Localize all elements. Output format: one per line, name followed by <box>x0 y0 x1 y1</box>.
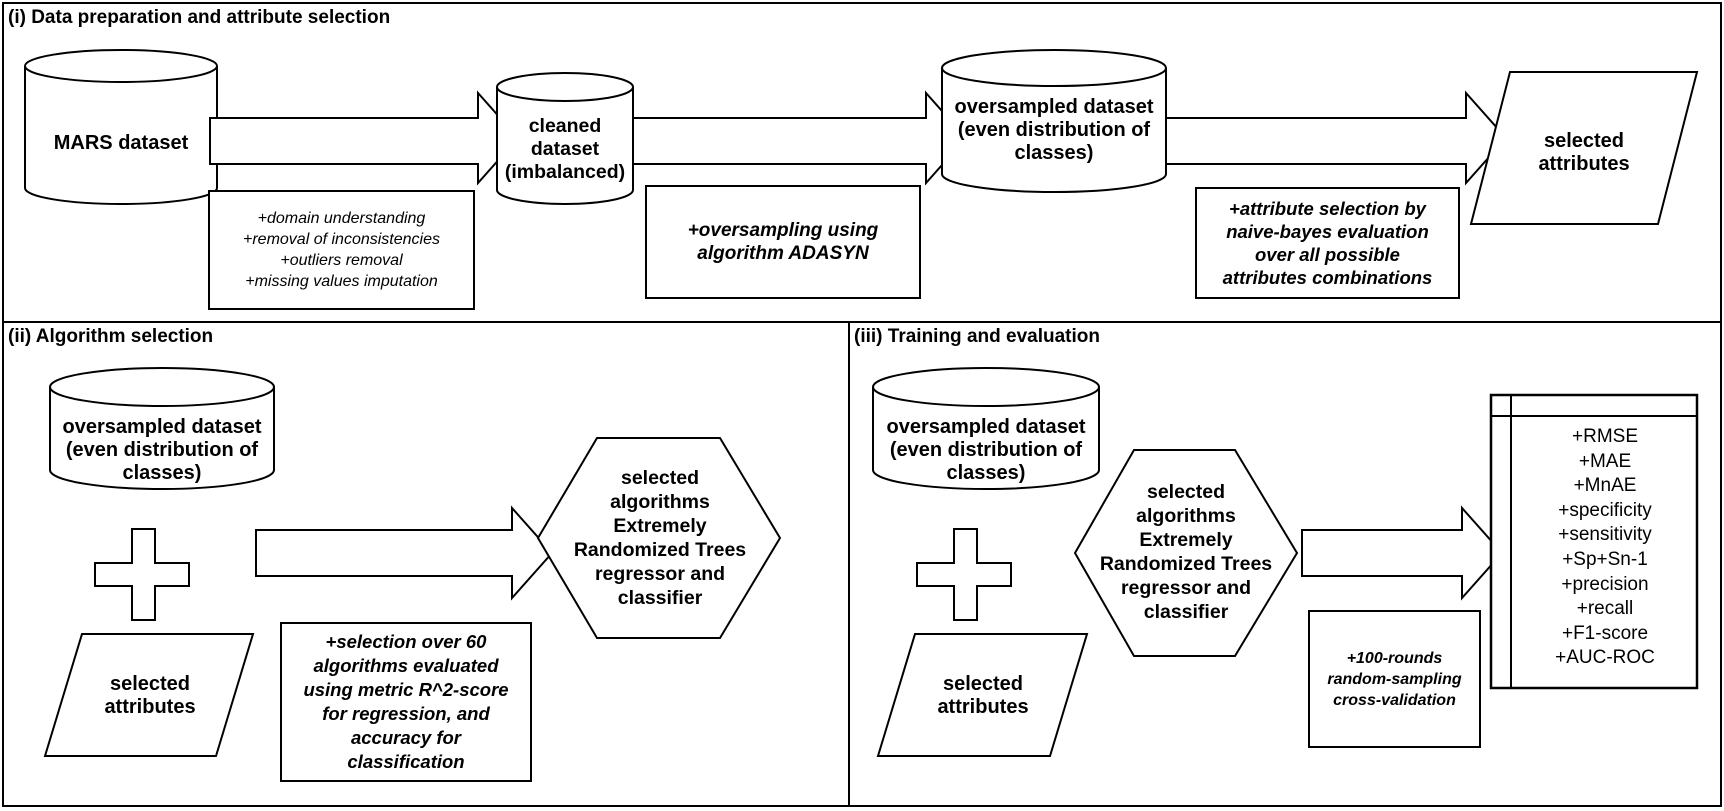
metric-item: +sensitivity <box>1558 524 1652 546</box>
metric-item: +specificity <box>1558 499 1652 521</box>
section-ii-title: (ii) Algorithm selection <box>8 326 214 347</box>
oversampled-dataset-cylinder-3 <box>872 367 1100 490</box>
metric-item: +precision <box>1561 573 1649 595</box>
selected-attributes-parallelogram <box>1469 71 1699 225</box>
metric-item: +AUC-ROC <box>1555 647 1655 669</box>
metric-item: +Sp+Sn-1 <box>1562 548 1648 570</box>
arrow-to-algorithms <box>255 505 554 601</box>
arrow-oversampled-to-selected <box>1165 90 1508 186</box>
oversampled-dataset-cylinder-2 <box>49 367 275 490</box>
metric-item: +MnAE <box>1573 475 1637 497</box>
selected-attributes-label: selected attributes <box>1538 130 1630 175</box>
cleaned-dataset-label: cleaned dataset (imbalanced) <box>504 114 626 183</box>
metric-item: +MAE <box>1578 450 1632 472</box>
section-iii-title: (iii) Training and evaluation <box>854 326 1100 347</box>
selected-algorithms-label-2: selected algorithms Extremely Randomized… <box>1099 481 1273 623</box>
oversampled-dataset-label: oversampled dataset (even distribution o… <box>954 95 1154 164</box>
oversampled-dataset-label-3: oversampled dataset (even distribution o… <box>886 415 1086 484</box>
selected-attributes-parallelogram-2 <box>43 633 255 757</box>
attribute-selection-note: +attribute selection by naive-bayes eval… <box>1195 187 1460 299</box>
metrics-list: +RMSE +MAE +MnAE +specificity +sensitivi… <box>1513 425 1697 671</box>
oversampling-note: +oversampling using algorithm ADASYN <box>645 185 921 299</box>
plus-sign-2 <box>916 528 1012 621</box>
selected-attributes-label-3: selected attributes <box>937 673 1029 718</box>
oversampled-dataset-cylinder <box>941 49 1167 193</box>
selected-attributes-label-2: selected attributes <box>104 673 196 718</box>
cross-validation-note: +100-rounds random-sampling cross-valida… <box>1308 610 1481 748</box>
metrics-table <box>1489 393 1699 690</box>
selected-attributes-parallelogram-3 <box>876 633 1089 757</box>
selected-algorithms-hexagon-2 <box>1073 449 1299 657</box>
metric-item: +RMSE <box>1572 426 1638 447</box>
preprocessing-note: +domain understanding +removal of incons… <box>208 190 475 310</box>
algorithm-selection-note: +selection over 60 algorithms evaluated … <box>280 622 532 782</box>
plus-sign <box>94 528 190 621</box>
selected-algorithms-label: selected algorithms Extremely Randomized… <box>573 467 747 609</box>
mars-dataset-cylinder <box>24 49 218 205</box>
metric-item: +recall <box>1576 598 1634 620</box>
oversampled-dataset-label-2: oversampled dataset (even distribution o… <box>62 415 262 484</box>
section-i-title: (i) Data preparation and attribute selec… <box>8 7 391 28</box>
arrow-to-metrics <box>1301 505 1504 601</box>
metric-item: +F1-score <box>1561 622 1649 644</box>
cleaned-dataset-cylinder <box>496 72 634 205</box>
selected-algorithms-hexagon <box>536 437 782 639</box>
mars-dataset-label: MARS dataset <box>53 131 189 154</box>
